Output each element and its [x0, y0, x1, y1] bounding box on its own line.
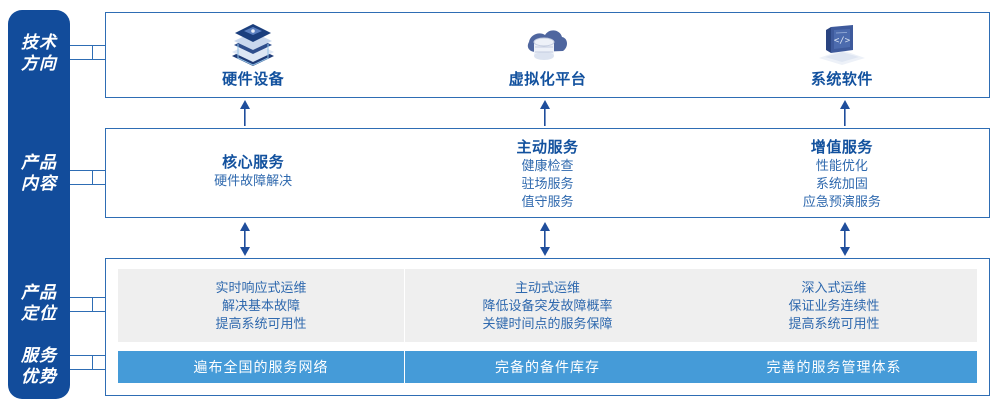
- content-item: 应急预演服务: [802, 194, 881, 209]
- code-laptop-icon: </>: [813, 20, 871, 66]
- connector-tick: [70, 45, 105, 46]
- tech-column-virtualization[interactable]: 虚拟化平台: [400, 13, 694, 97]
- arrow-up-col2: [538, 100, 552, 131]
- left-rail: 技术 方向 产品 内容 产品 定位 服务 优势: [8, 10, 70, 399]
- advantage-bar-2[interactable]: 完备的备件库存: [404, 351, 691, 383]
- position-line: 主动式运维: [514, 279, 580, 295]
- tech-title: 系统软件: [810, 71, 873, 88]
- content-item: 系统加固: [815, 176, 868, 191]
- content-item: 健康检查: [521, 158, 574, 173]
- rail-label-product-position: 产品 定位: [8, 282, 70, 324]
- content-column-core[interactable]: 核心服务 硬件故障解决: [106, 129, 400, 217]
- rail-label-product-content: 产品 内容: [8, 152, 70, 194]
- connector-tick: [70, 369, 105, 370]
- connector-tick: [70, 297, 105, 298]
- content-item: 值守服务: [521, 194, 574, 209]
- position-panel-1: 实时响应式运维 解决基本故障 提高系统可用性: [118, 269, 404, 342]
- connector-tick-vertical: [92, 297, 93, 312]
- position-line: 解决基本故障: [221, 297, 300, 313]
- tech-column-hardware[interactable]: 硬件设备: [106, 13, 400, 97]
- bottom-column-2[interactable]: 主动式运维 降低设备突发故障概率 关键时间点的服务保障 完备的备件库存: [404, 269, 691, 385]
- position-line: 深入式运维: [801, 279, 867, 295]
- bottom-column-1[interactable]: 实时响应式运维 解决基本故障 提高系统可用性 遍布全国的服务网络: [118, 269, 404, 385]
- content-title: 主动服务: [516, 139, 579, 156]
- arrow-up-col3: [838, 100, 852, 131]
- arrow-double-col2: [538, 222, 552, 261]
- rail-label-service-advantage: 服务 优势: [8, 345, 70, 387]
- position-line: 降低设备突发故障概率: [482, 297, 613, 313]
- position-panel-2: 主动式运维 降低设备突发故障概率 关键时间点的服务保障: [404, 269, 691, 342]
- rail-label-line2: 优势: [21, 367, 57, 386]
- advantage-bar-3[interactable]: 完善的服务管理体系: [691, 351, 977, 383]
- content-item: 驻场服务: [521, 176, 574, 191]
- tech-title: 虚拟化平台: [508, 71, 587, 88]
- content-title: 核心服务: [222, 154, 285, 171]
- arrow-double-col1: [238, 222, 252, 261]
- connector-tick: [70, 311, 105, 312]
- arrow-double-col3: [838, 222, 852, 261]
- position-line: 提高系统可用性: [215, 315, 307, 331]
- rail-label-line2: 方向: [21, 54, 57, 73]
- connector-tick-vertical: [92, 355, 93, 370]
- server-stack-icon: [224, 20, 282, 66]
- product-position-advantage-section: 实时响应式运维 解决基本故障 提高系统可用性 遍布全国的服务网络 主动式运维 降…: [105, 258, 990, 396]
- position-panel-3: 深入式运维 保证业务连续性 提高系统可用性: [691, 269, 977, 342]
- connector-tick: [70, 170, 105, 171]
- content-item: 硬件故障解决: [214, 173, 293, 188]
- bottom-column-3[interactable]: 深入式运维 保证业务连续性 提高系统可用性 完善的服务管理体系: [691, 269, 977, 385]
- rail-label-line1: 技术: [21, 33, 57, 52]
- connector-tick: [70, 59, 105, 60]
- position-line: 实时响应式运维: [215, 279, 307, 295]
- arrow-up-col1: [238, 100, 252, 131]
- tech-column-system-software[interactable]: </> 系统软件: [695, 13, 989, 97]
- content-item: 性能优化: [815, 158, 868, 173]
- connector-tick-vertical: [92, 45, 93, 60]
- position-line: 关键时间点的服务保障: [482, 315, 613, 331]
- content-title: 增值服务: [810, 139, 873, 156]
- position-line: 保证业务连续性: [788, 297, 880, 313]
- cloud-database-icon: [518, 20, 576, 66]
- connector-tick-vertical: [92, 170, 93, 185]
- connector-tick: [70, 184, 105, 185]
- advantage-bar-1[interactable]: 遍布全国的服务网络: [118, 351, 404, 383]
- rail-label-line1: 产品: [21, 283, 57, 302]
- content-column-proactive[interactable]: 主动服务 健康检查 驻场服务 值守服务: [400, 129, 694, 217]
- connector-tick: [70, 355, 105, 356]
- rail-label-line1: 产品: [21, 153, 57, 172]
- position-line: 提高系统可用性: [788, 315, 880, 331]
- rail-label-line1: 服务: [21, 346, 57, 365]
- content-column-valueadd[interactable]: 增值服务 性能优化 系统加固 应急预演服务: [695, 129, 989, 217]
- tech-title: 硬件设备: [222, 71, 285, 88]
- tech-direction-section: 硬件设备 虚拟化平台: [105, 12, 990, 98]
- svg-text:</>: </>: [834, 36, 851, 46]
- rail-label-line2: 定位: [21, 304, 57, 323]
- rail-label-line2: 内容: [21, 174, 57, 193]
- rail-label-tech-direction: 技术 方向: [8, 32, 70, 74]
- product-content-section: 核心服务 硬件故障解决 主动服务 健康检查 驻场服务 值守服务 增值服务 性能优…: [105, 128, 990, 218]
